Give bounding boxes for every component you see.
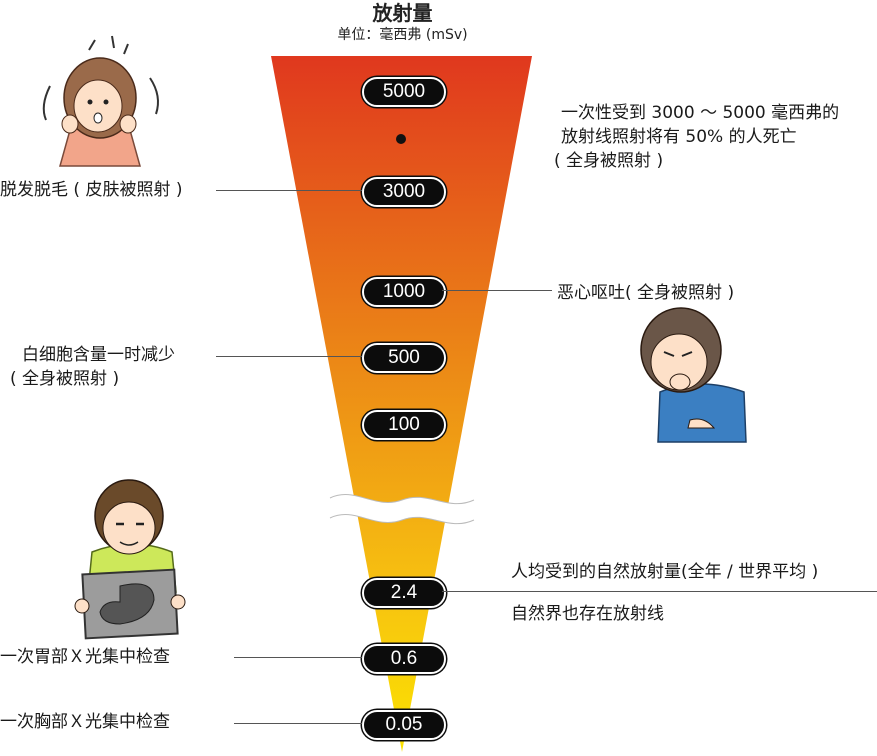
lethal-dose-text-1: 一次性受到 3000 ～ 5000 毫西弗的 bbox=[561, 103, 840, 123]
wbc-text-2: ( 全身被照射 ) bbox=[10, 369, 120, 389]
leader-line-wbc bbox=[216, 356, 362, 357]
nausea-text: 恶心呕吐( 全身被照射 ) bbox=[557, 283, 735, 303]
scale-break-mark bbox=[330, 494, 474, 524]
leader-line-hair-loss bbox=[216, 190, 362, 191]
dose-pill-500: 500 bbox=[362, 343, 446, 373]
leader-line-nausea bbox=[442, 290, 552, 291]
lethal-dose-text-3: ( 全身被照射 ) bbox=[554, 151, 664, 171]
dose-pill-1000: 1000 bbox=[362, 277, 446, 307]
chart-title: 放射量 bbox=[372, 1, 433, 25]
man-nausea-illustration bbox=[640, 307, 747, 443]
lethal-dose-text-2: 放射线照射将有 50% 的人死亡 bbox=[561, 127, 797, 147]
leader-line-chest-xray bbox=[234, 723, 362, 724]
wbc-text-1: 白细胞含量一时减少 bbox=[22, 345, 175, 365]
leader-line-stomach-xray bbox=[234, 657, 362, 658]
natural-dose-text-1: 人均受到的自然放射量(全年 / 世界平均 ) bbox=[511, 562, 819, 582]
natural-dose-text-2: 自然界也存在放射线 bbox=[511, 604, 664, 624]
dose-pill-2-4: 2.4 bbox=[362, 578, 446, 608]
unit-label: 单位：毫西弗 (mSv) bbox=[337, 27, 468, 43]
chest-xray-text: 一次胸部Ｘ光集中检查 bbox=[0, 712, 170, 732]
dose-pill-3000: 3000 bbox=[362, 177, 446, 207]
boy-xray-illustration bbox=[74, 479, 186, 640]
leader-line-natural bbox=[442, 591, 877, 592]
stomach-xray-text: 一次胃部Ｘ光集中检查 bbox=[0, 647, 170, 667]
dose-pill-0-05: 0.05 bbox=[362, 710, 446, 740]
hair-loss-text: 脱发脱毛 ( 皮肤被照射 ) bbox=[0, 180, 183, 200]
girl-hair-loss-illustration bbox=[42, 35, 159, 167]
dose-pill-0-6: 0.6 bbox=[362, 644, 446, 674]
dose-funnel bbox=[271, 56, 532, 752]
dose-pill-100: 100 bbox=[362, 410, 446, 440]
dose-pill-5000: 5000 bbox=[362, 77, 446, 107]
lethal-dose-marker bbox=[396, 134, 406, 144]
